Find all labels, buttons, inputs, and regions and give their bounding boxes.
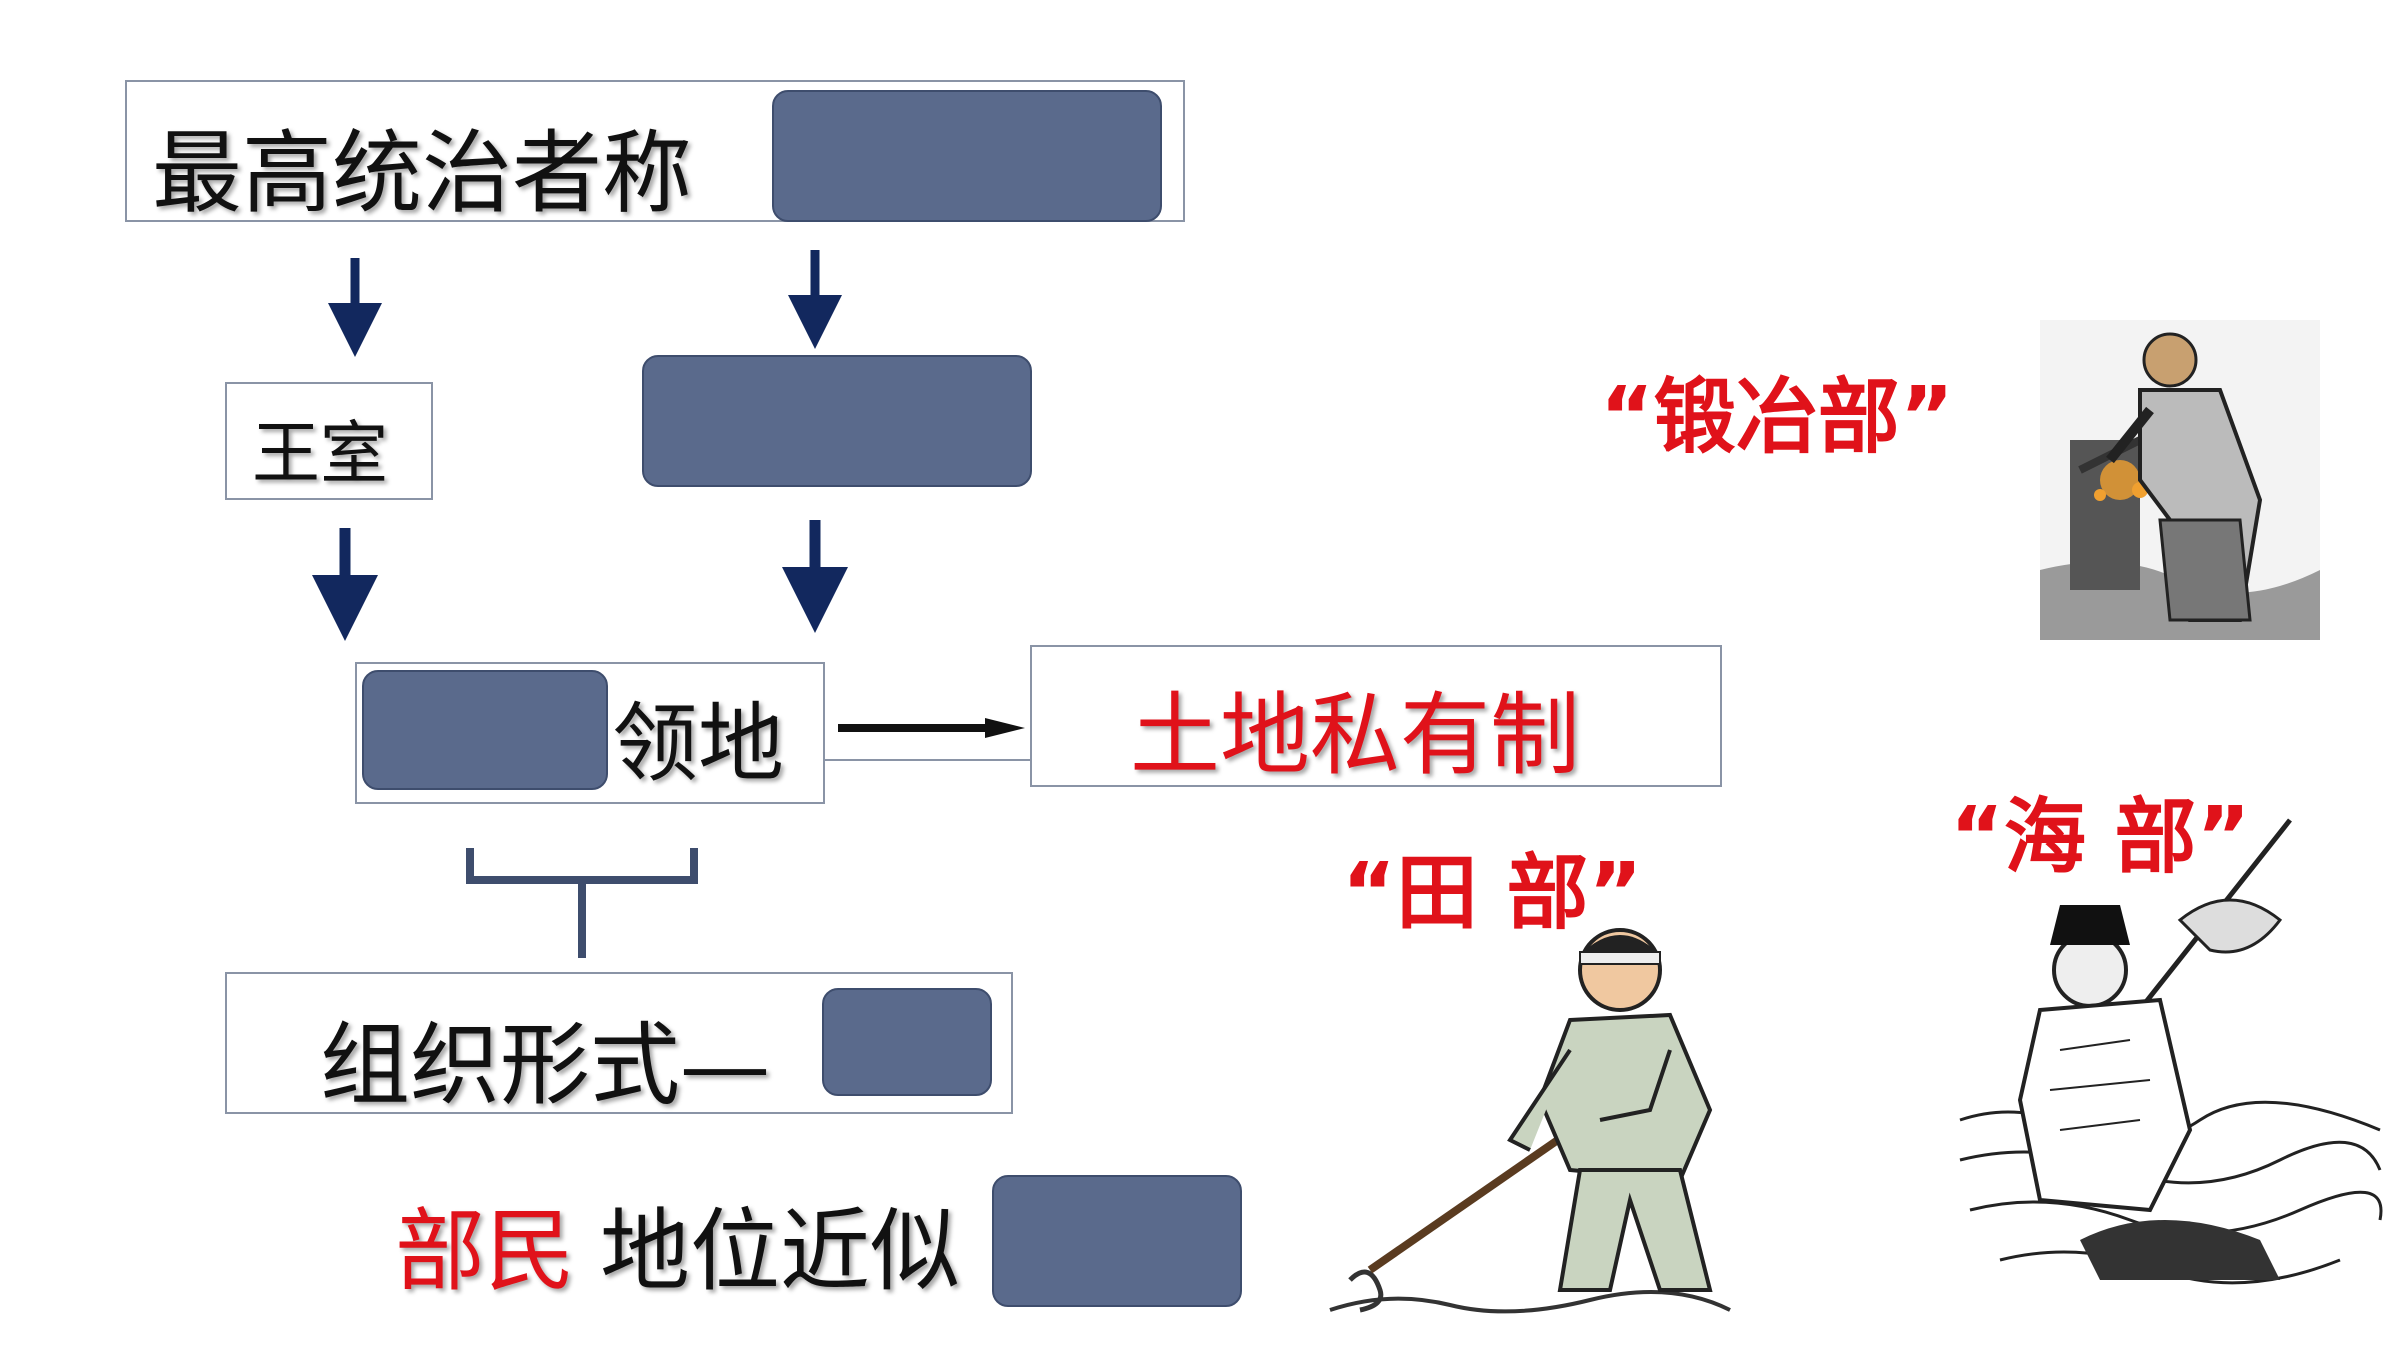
blacksmith-illustration (2040, 320, 2320, 640)
royal-house-label: 王室 (252, 415, 389, 494)
ruler-title-label: 最高统治者称 (152, 121, 692, 226)
field-caption: “田 部” (1342, 846, 1643, 941)
domain-suffix-label: 领地 (612, 694, 784, 794)
land-system-box (1030, 645, 1722, 787)
brace-connector (466, 848, 698, 958)
royal-house-box (225, 382, 433, 500)
smith-caption: “锻冶部” (1600, 370, 1954, 465)
farmer-illustration (1329, 928, 1731, 1314)
fisherman-illustration (1959, 818, 2383, 1285)
domain-owner-answer-mask (362, 670, 608, 790)
land-system-label: 土地私有制 (1130, 683, 1580, 788)
org-form-label: 组织形式— (320, 1013, 770, 1118)
sea-caption: “海 部” (1950, 790, 2251, 885)
bumin-label: 部民 (395, 1199, 575, 1304)
status-answer-mask (992, 1175, 1242, 1307)
status-label: 地位近似 (600, 1199, 960, 1304)
org-form-answer-mask (822, 988, 992, 1096)
right-arrow-domain-to-land-system (825, 718, 1030, 761)
ruler-title-answer-mask (772, 90, 1162, 222)
nobles-answer-mask (642, 355, 1032, 487)
